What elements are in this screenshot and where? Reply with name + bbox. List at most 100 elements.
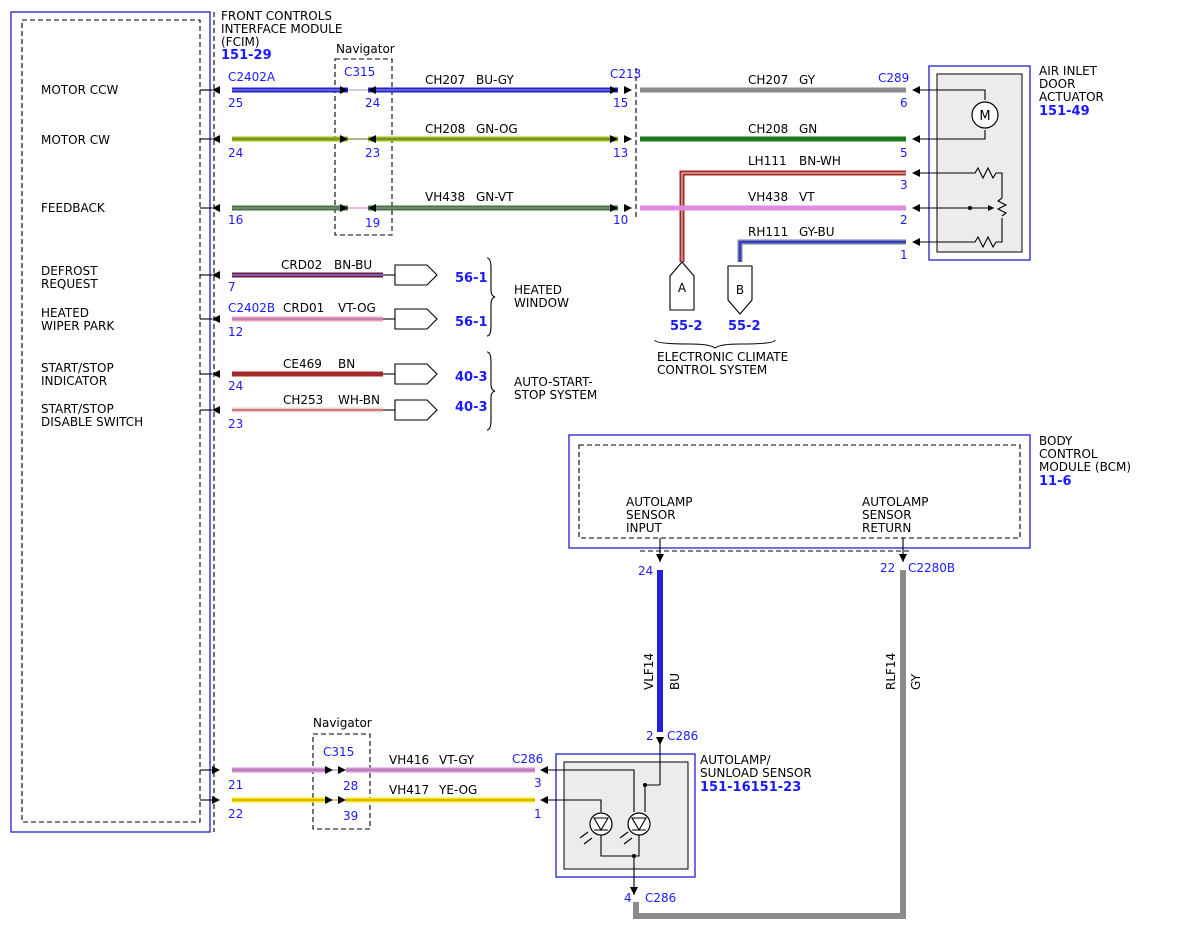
wire-ch208-left-color: GN-OG [476, 122, 518, 136]
autostart-label: AUTO-START-STOP SYSTEM [514, 375, 597, 402]
pin-sen-2: 2 [646, 729, 654, 743]
heated-window-flag-1 [394, 264, 438, 286]
fcim-ref[interactable]: 151-29 [221, 48, 272, 63]
pin-sen-3: 3 [534, 776, 542, 790]
pin-fcim-7: 7 [228, 280, 236, 294]
pin-sen-4: 4 [624, 891, 632, 905]
photodiode-icon-1 [548, 769, 660, 895]
heated-window-flag-2 [394, 308, 438, 330]
pin-nav-19: 19 [365, 216, 380, 230]
wire-crd02-color: BN-BU [334, 258, 372, 272]
pin-fcim-16: 16 [228, 213, 243, 227]
actuator-ref[interactable]: 151-49 [1039, 104, 1090, 119]
pin-fcim-12: 12 [228, 325, 243, 339]
wire-rlf14[interactable] [633, 570, 906, 919]
pin-sen-1: 1 [534, 807, 542, 821]
wire-crd02-circuit: CRD02 [281, 258, 322, 272]
fcim-module-inner [21, 19, 201, 823]
navigator-label-top: Navigator [336, 42, 395, 56]
wire-vh438-right-circuit: VH438 [748, 190, 788, 204]
pin-bcm-22: 22 [880, 561, 895, 575]
wire-vh438-left-circuit: VH438 [425, 190, 465, 204]
pin-fcim-23: 23 [228, 417, 243, 431]
wire-lh111-circuit: LH111 [748, 154, 787, 168]
auto-ref-2[interactable]: 40-3 [455, 400, 488, 415]
wire-ch208-right-circuit: CH208 [748, 122, 788, 136]
wire-vh438-left-color: GN-VT [476, 190, 514, 204]
heated-ref-2[interactable]: 56-1 [455, 315, 488, 330]
pin-fcim-25: 25 [228, 96, 243, 110]
wire-ch207-left-circuit: CH207 [425, 73, 465, 87]
auto-ref-1[interactable]: 40-3 [455, 370, 488, 385]
connector-c2402b: C2402B [228, 301, 275, 315]
bcm-outline [568, 434, 1031, 549]
connector-c315-top: C315 [344, 65, 375, 79]
wire-lh111[interactable] [679, 170, 906, 262]
navigator-box-top [334, 58, 393, 236]
ecc-ref-a[interactable]: 55-2 [670, 319, 703, 334]
connector-c2402a: C2402A [228, 70, 276, 84]
pin-nav-28: 28 [343, 779, 358, 793]
wire-rlf14-color: GY [909, 673, 923, 690]
pin-nav-23: 23 [365, 146, 380, 160]
sensor-ref[interactable]: 151-16151-23 [700, 780, 801, 795]
pin-act-5: 5 [900, 146, 908, 160]
pin-act-6: 6 [900, 96, 908, 110]
bcm-inner [578, 444, 1021, 539]
connector-c2280b: C2280B [908, 561, 955, 575]
pin-nav-24: 24 [365, 96, 380, 110]
pin-act-3: 3 [900, 178, 908, 192]
svg-text:B: B [736, 283, 744, 297]
heated-ref-1[interactable]: 56-1 [455, 271, 488, 286]
wire-rh111-color: GY-BU [799, 225, 835, 239]
autostart-brace [486, 351, 496, 431]
bcm-ref[interactable]: 11-6 [1039, 474, 1072, 489]
wire-vh416-circuit: VH416 [389, 753, 429, 767]
wire-crd01-color: VT-OG [338, 301, 376, 315]
pin-fcim-24: 24 [228, 146, 243, 160]
wire-ch208-right-color: GN [799, 122, 817, 136]
fcim-pin-motor-ccw: MOTOR CCW [41, 83, 118, 97]
connector-c289: C289 [878, 71, 909, 85]
actuator-outline [928, 65, 1031, 261]
potentiometer-icon [920, 166, 1008, 249]
wire-ch207-left-color: BU-GY [476, 73, 514, 87]
pin-c213-10: 10 [613, 213, 628, 227]
ecc-tap-b[interactable]: B [727, 265, 753, 315]
wire-ch253-color: WH-BN [338, 393, 380, 407]
heated-window-brace [486, 257, 496, 337]
wire-crd01-circuit: CRD01 [283, 301, 324, 315]
autostart-flag-1 [394, 363, 438, 385]
wire-rlf14-circuit: RLF14 [884, 653, 898, 690]
ecc-brace [654, 339, 776, 349]
connector-c286-top: C286 [667, 729, 698, 743]
connector-c286-bottom: C286 [645, 891, 676, 905]
wire-vh416-color: VT-GY [439, 753, 475, 767]
navigator-box-bottom [312, 733, 371, 830]
svg-text:M: M [979, 109, 990, 124]
connector-c286-left: C286 [512, 752, 543, 766]
pin-nav-39: 39 [343, 809, 358, 823]
pin-fcim-22: 22 [228, 807, 243, 821]
wire-ch253-circuit: CH253 [283, 393, 323, 407]
ecc-tap-a[interactable]: A [669, 261, 695, 311]
wire-ce469-circuit: CE469 [283, 357, 322, 371]
wire-lh111-color: BN-WH [799, 154, 841, 168]
wire-vlf14-color: BU [668, 673, 682, 690]
sensor-title: AUTOLAMP/SUNLOAD SENSOR [700, 753, 812, 780]
ecc-ref-b[interactable]: 55-2 [728, 319, 761, 334]
wire-rh111[interactable] [737, 239, 906, 262]
pin-act-2: 2 [900, 213, 908, 227]
sensor-inner [563, 761, 689, 870]
pin-act-1: 1 [900, 248, 908, 262]
wire-rh111-circuit: RH111 [748, 225, 788, 239]
wire-vh417-circuit: VH417 [389, 783, 429, 797]
fcim-module-outline [10, 11, 211, 833]
